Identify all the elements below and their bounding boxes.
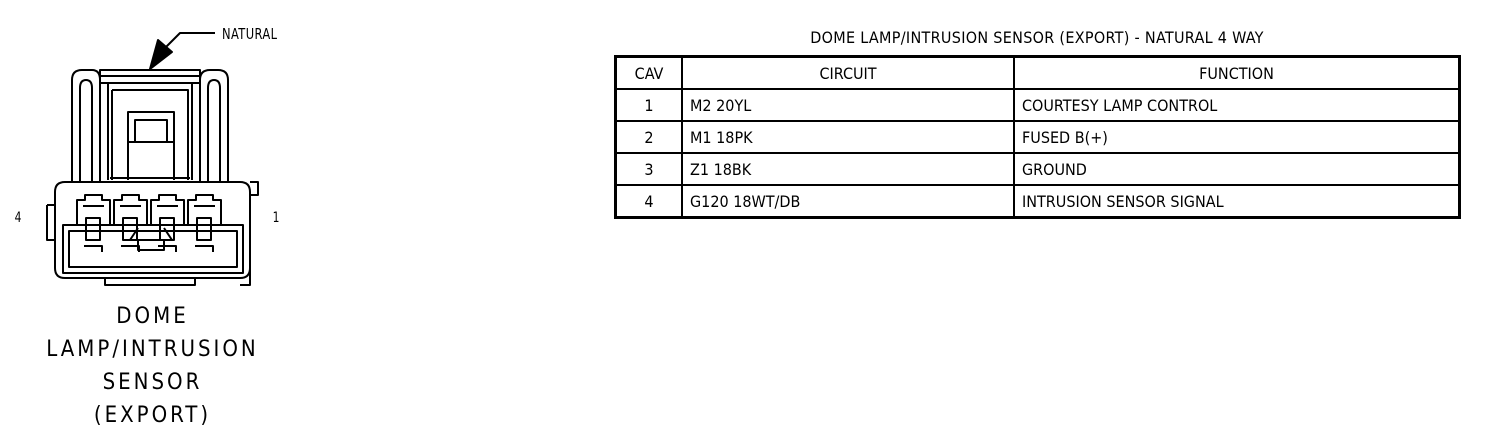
cell-cav: 4 [614, 184, 683, 219]
cell-function: GROUND [1013, 152, 1461, 186]
cell-cav: 1 [614, 88, 683, 122]
header-circuit: CIRCUIT [681, 55, 1015, 90]
connector-name-line: LAMP/INTRUSION [46, 337, 259, 362]
table-header-row: CAV CIRCUIT FUNCTION [614, 55, 1461, 90]
table-row: 4 G120 18WT/DB INTRUSION SENSOR SIGNAL [614, 184, 1461, 219]
cell-circuit: G120 18WT/DB [681, 184, 1015, 219]
connector-side-rails [71, 69, 229, 182]
header-cav: CAV [614, 55, 683, 90]
connector-name-line: (EXPORT) [93, 403, 212, 428]
connector-name: DOME LAMP/INTRUSION SENSOR (EXPORT) [10, 300, 295, 432]
cell-function: INTRUSION SENSOR SIGNAL [1013, 184, 1461, 219]
connector-latch [99, 69, 201, 180]
cell-function: COURTESY LAMP CONTROL [1013, 88, 1461, 122]
callout-arrow [149, 32, 215, 70]
terminal-cavities [76, 194, 222, 252]
cell-circuit: M1 18PK [681, 120, 1015, 154]
pin-4-label: 4 [14, 210, 22, 226]
pin-1-label: 1 [272, 210, 280, 226]
table-title: DOME LAMP/INTRUSION SENSOR (EXPORT) - NA… [810, 28, 1264, 47]
pinout-table: CAV CIRCUIT FUNCTION 1 M2 20YL COURTESY … [614, 55, 1461, 219]
table-row: 2 M1 18PK FUSED B(+) [614, 120, 1461, 154]
cell-circuit: M2 20YL [681, 88, 1015, 122]
connector-name-line: DOME [116, 304, 189, 329]
connector-diagram [46, 32, 259, 286]
connector-name-line: SENSOR [102, 370, 203, 395]
connector-body [46, 181, 259, 286]
table-row: 3 Z1 18BK GROUND [614, 152, 1461, 186]
cell-circuit: Z1 18BK [681, 152, 1015, 186]
callout-label: NATURAL [222, 25, 278, 43]
cell-function: FUSED B(+) [1013, 120, 1461, 154]
cell-cav: 3 [614, 152, 683, 186]
table-row: 1 M2 20YL COURTESY LAMP CONTROL [614, 88, 1461, 122]
header-function: FUNCTION [1013, 55, 1461, 90]
cell-cav: 2 [614, 120, 683, 154]
